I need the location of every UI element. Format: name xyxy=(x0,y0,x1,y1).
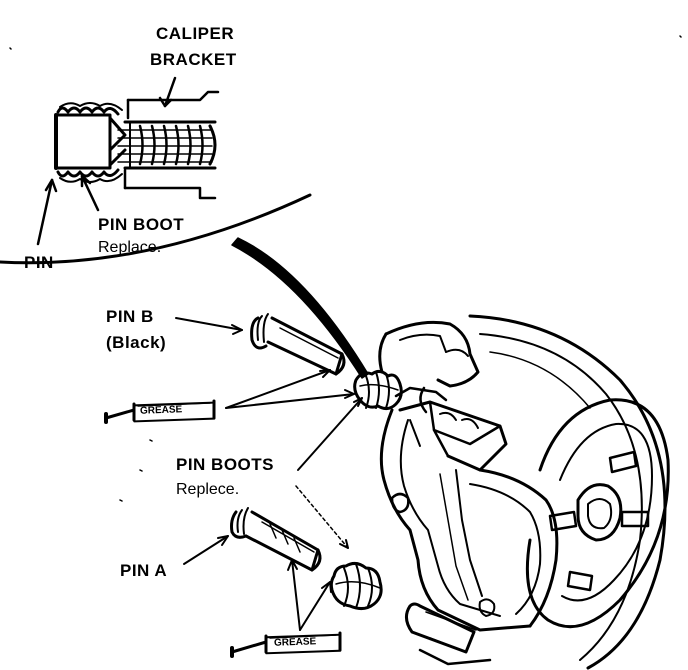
leader-pin-boots xyxy=(297,397,363,471)
label-grease-1: GREASE xyxy=(139,404,183,417)
label-pin-boot-note: Replace. xyxy=(98,239,162,256)
pin-boot-lower xyxy=(329,561,383,611)
leader-pin-a xyxy=(183,535,229,565)
label-pin-boots: PIN BOOTS xyxy=(176,455,275,474)
leader-caliper-bracket xyxy=(163,76,177,108)
lug-stud-4 xyxy=(566,570,594,592)
label-pin: PIN xyxy=(24,253,54,272)
inset-bracket xyxy=(123,120,217,170)
inset-border-arc xyxy=(0,193,312,265)
leader-grease-2 xyxy=(291,559,301,631)
lug-stud-1 xyxy=(608,450,638,474)
label-pin-b-color: (Black) xyxy=(106,333,167,352)
leader-grease-1-a xyxy=(225,369,331,409)
lower-bracket-pin xyxy=(405,602,492,666)
leader-pin xyxy=(36,178,54,246)
inset-detail xyxy=(0,90,312,265)
pin-b-drawing xyxy=(250,313,346,376)
leader-pin-boot xyxy=(80,174,100,212)
lug-stud-2 xyxy=(620,510,650,528)
hub-center xyxy=(576,483,623,542)
brake-rotor xyxy=(468,314,670,670)
pin-a-drawing xyxy=(230,507,322,572)
grease-tube-2 xyxy=(230,631,342,658)
label-bracket: BRACKET xyxy=(150,50,237,69)
label-pin-boot: PIN BOOT xyxy=(98,215,185,234)
label-pin-a: PIN A xyxy=(120,561,168,580)
inset-boot-top xyxy=(56,106,120,116)
upper-bracket-pin xyxy=(394,386,448,447)
lug-stud-3 xyxy=(548,510,578,532)
label-caliper: CALIPER xyxy=(156,24,235,43)
label-pin-b: PIN B xyxy=(106,307,154,326)
pin-boot-upper xyxy=(353,369,403,411)
grease-tube-1 xyxy=(104,399,216,424)
label-grease-2: GREASE xyxy=(273,636,317,649)
leader-grease-1-b xyxy=(225,393,355,409)
inset-pin xyxy=(54,113,112,170)
label-pin-boots-note: Replece. xyxy=(176,481,240,498)
caliper-body xyxy=(378,320,559,632)
leader-pin-b xyxy=(175,317,243,331)
inset-boot-bottom xyxy=(56,168,120,178)
